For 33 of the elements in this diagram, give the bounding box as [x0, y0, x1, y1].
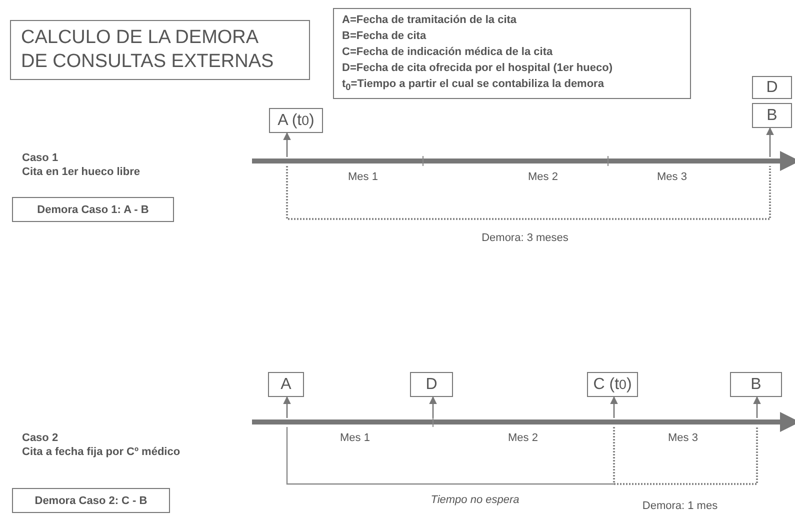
- title-box: CALCULO DE LA DEMORA DE CONSULTAS EXTERNAS: [10, 20, 310, 80]
- definition-text: D=Fecha de cita ofrecida por el hospital (1er hueco): [342, 60, 612, 76]
- definitions-box: [333, 8, 691, 99]
- month-label: Mes 1: [340, 432, 370, 444]
- month-label: Mes 1: [348, 171, 378, 183]
- case-description: Cita en 1er hueco libre: [22, 166, 140, 178]
- point-box: D: [752, 76, 792, 99]
- arrow: [753, 396, 761, 418]
- definition-text: C=Fecha de indicación médica de la cita: [342, 44, 553, 60]
- arrow: [766, 127, 774, 157]
- definition-text: t$_{0}$=Tiempo a partir el cual se contabiliza la demora: [342, 76, 604, 94]
- case-label: Caso 1: [22, 152, 58, 164]
- delay-label: Demora: 1 mes: [642, 500, 718, 512]
- delay-label: Demora: 3 meses: [482, 232, 568, 244]
- month-label: Mes 2: [528, 171, 558, 183]
- case-label: Caso 2: [22, 432, 58, 444]
- point-box: B: [752, 103, 792, 128]
- point-box: D: [410, 372, 453, 397]
- delay-formula-box: Demora Caso 1: A - B: [12, 197, 174, 222]
- arrow: [283, 396, 291, 418]
- delay-formula-box: Demora Caso 2: C - B: [12, 488, 170, 513]
- arrow: [283, 132, 291, 157]
- arrow: [429, 396, 437, 418]
- month-label: Mes 3: [657, 171, 687, 183]
- note-text: Tiempo no espera: [430, 494, 520, 506]
- point-box: B: [730, 372, 782, 397]
- point-box: A: [268, 372, 304, 397]
- month-label: Mes 2: [508, 432, 538, 444]
- case-description: Cita a fecha fija por Cº médico: [22, 446, 180, 458]
- definition-text: A=Fecha de tramitación de la cita: [342, 12, 517, 28]
- definition-text: B=Fecha de cita: [342, 28, 426, 44]
- month-label: Mes 3: [668, 432, 698, 444]
- arrow: [610, 396, 618, 418]
